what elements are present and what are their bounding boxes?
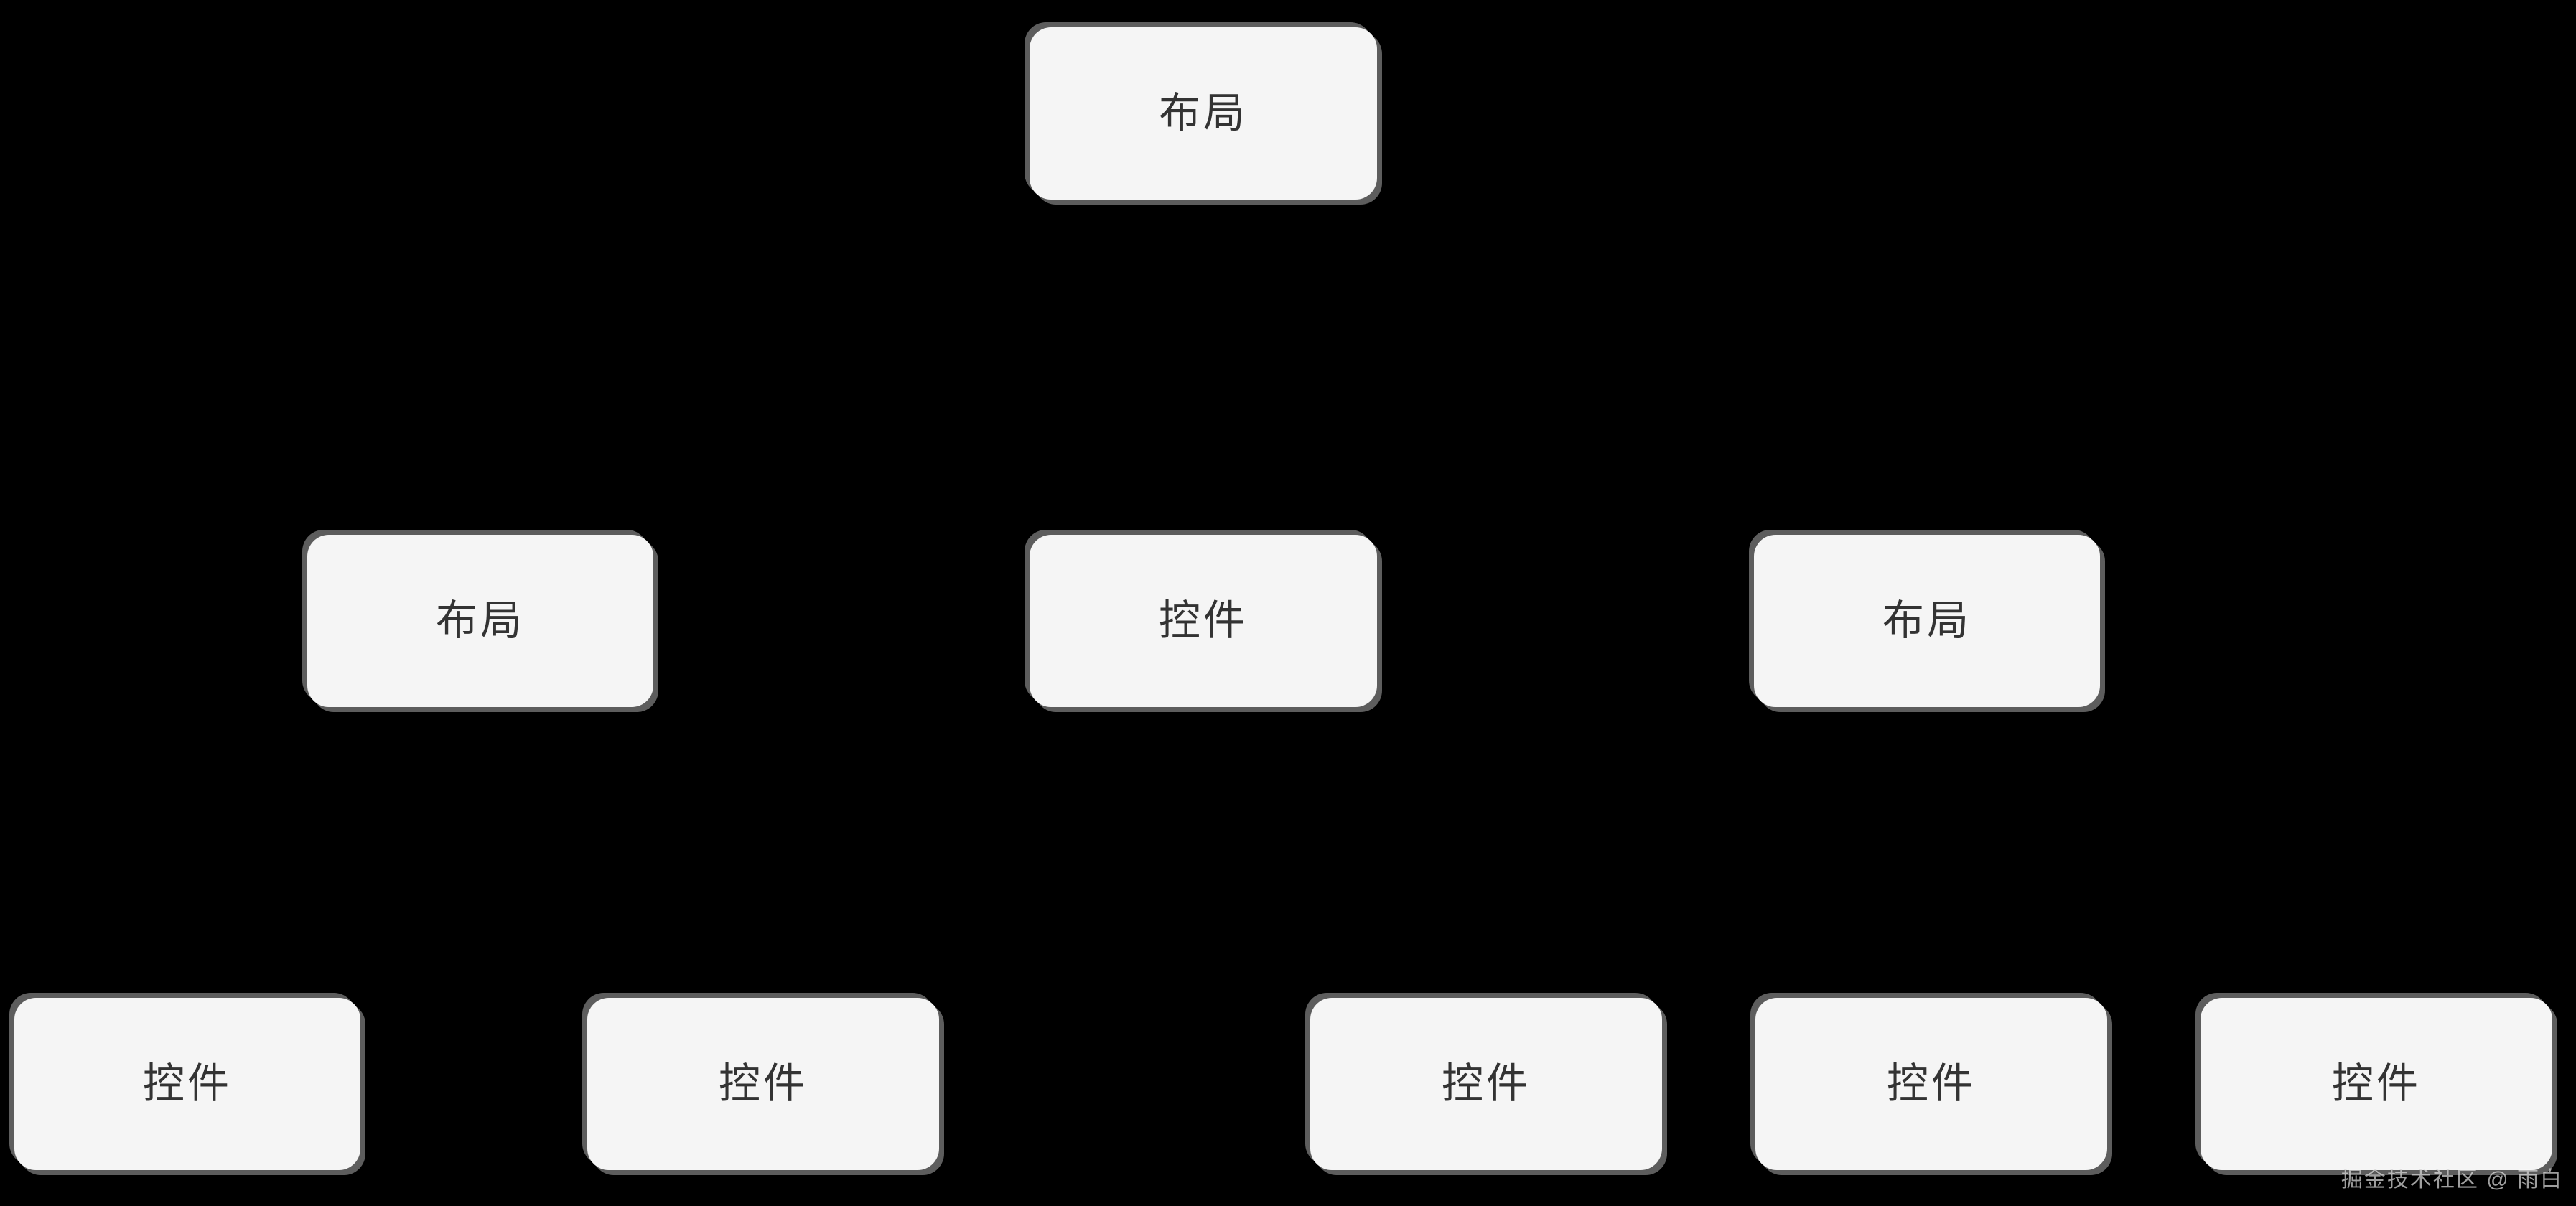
node-l3-a[interactable]: 控件 [14,998,360,1170]
node-label: 布局 [435,597,525,644]
node-label: 控件 [1158,597,1248,644]
node-label: 布局 [1882,597,1971,644]
node-label: 控件 [1441,1060,1531,1107]
watermark: 掘金技术社区 @ 雨白 [2341,1168,2563,1192]
node-label: 控件 [2331,1060,2421,1107]
node-label: 控件 [142,1060,232,1107]
node-l3-c[interactable]: 控件 [1310,998,1662,1170]
edge-l2-a-to-l3-a [186,707,482,998]
node-l3-b[interactable]: 控件 [587,998,939,1170]
node-label: 控件 [718,1060,808,1107]
node-label: 控件 [1886,1060,1976,1107]
edge-root-to-l2-c [1202,200,1928,535]
node-label: 布局 [1158,90,1248,136]
edge-root-to-l2-a [479,200,1205,535]
node-l2-a[interactable]: 布局 [307,535,653,707]
node-l2-c[interactable]: 布局 [1754,535,2100,707]
edge-l2-a-to-l3-b [479,707,765,998]
edge-l2-c-to-l3-d [1926,707,1933,998]
node-l2-b[interactable]: 控件 [1030,535,1377,707]
node-l3-e[interactable]: 控件 [2201,998,2552,1170]
edge-l2-c-to-l3-e [1926,707,2378,998]
node-root[interactable]: 布局 [1030,27,1377,200]
node-l3-d[interactable]: 控件 [1755,998,2107,1170]
